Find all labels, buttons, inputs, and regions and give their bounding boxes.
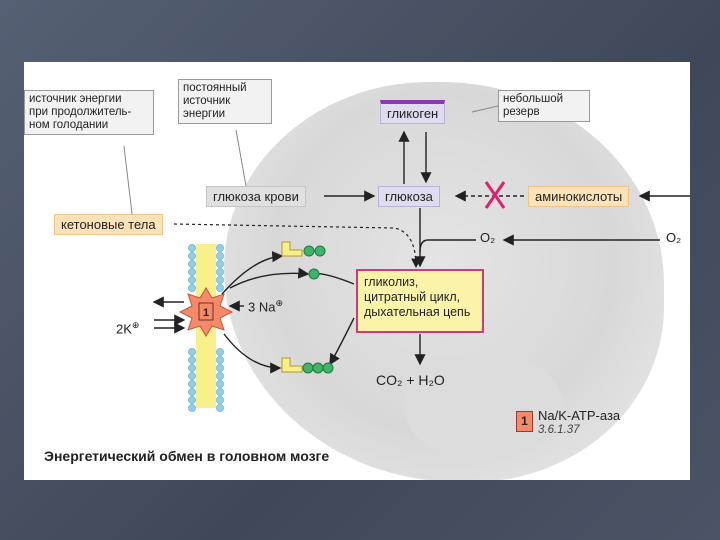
atp-to-pump-arrow xyxy=(221,251,284,295)
callout-constant-pointer xyxy=(235,129,247,187)
phosphate-arrow xyxy=(229,267,310,289)
products-label: CO₂ + H₂O xyxy=(376,372,445,388)
diagram-arrows-layer: 1 xyxy=(123,105,690,412)
process-phosphate-link xyxy=(313,273,355,285)
glycogen-box: гликоген xyxy=(380,100,446,124)
potassium-label: 2K⊕ xyxy=(116,320,140,337)
callout-fasting-pointer xyxy=(123,145,133,215)
oxygen-to-process-arrow xyxy=(419,239,476,253)
atp-icon xyxy=(281,357,334,374)
figure-caption: Энергетический обмен в головном мозге xyxy=(44,448,330,464)
brain-stem-silhouette xyxy=(404,352,564,462)
callout-reserve-line-2: резерв xyxy=(503,106,540,118)
glucose-box: глюкоза xyxy=(378,186,440,207)
callout-constant-energy: постоянный источник энергии xyxy=(178,79,272,124)
oxygen-label-outer: O₂ xyxy=(666,230,682,245)
glycolysis-process-box: гликолиз, цитратный цикл, дыхательная це… xyxy=(356,269,484,333)
blocked-cross-icon xyxy=(484,181,506,209)
oxygen-label-inner: O₂ xyxy=(480,230,496,245)
callout-fasting-line-1: источник энергии xyxy=(29,93,122,105)
potassium-text: 2K xyxy=(116,321,132,337)
callout-small-reserve: небольшой резерв xyxy=(498,90,590,122)
legend-ec-number: 3.6.1.37 xyxy=(538,424,580,436)
callout-fasting-line-2: при продолжитель- xyxy=(29,106,132,118)
blood-glucose-box: глюкоза крови xyxy=(206,186,306,207)
legend-enzyme-name: Na/K-ATP-аза xyxy=(538,408,621,423)
cell-membrane xyxy=(188,244,224,412)
pump-number: 1 xyxy=(203,307,209,319)
process-to-atp-arrow xyxy=(329,317,355,366)
phosphate-icon xyxy=(308,268,320,280)
callout-constant-line-2: источник xyxy=(183,95,231,107)
ketone-bodies-box: кетоновые тела xyxy=(54,214,163,235)
callout-constant-line-3: энергии xyxy=(183,108,226,120)
sodium-label: 3 Na⊕ xyxy=(248,298,284,315)
amino-acids-box: аминокислоты xyxy=(528,186,630,207)
callout-reserve-pointer xyxy=(471,105,499,113)
diagram-figure: источник энергии при продолжитель- ном г… xyxy=(24,62,690,480)
pump-to-atp-arrow xyxy=(223,333,282,374)
legend-enzyme-number: 1 xyxy=(516,411,533,432)
adp-icon xyxy=(281,241,326,257)
pump-number-box xyxy=(198,302,214,321)
callout-fasting-energy: источник энергии при продолжитель- ном г… xyxy=(24,90,154,135)
sodium-text: 3 Na xyxy=(248,299,276,315)
process-line-3: дыхательная цепь xyxy=(364,305,471,319)
callout-reserve-line-1: небольшой xyxy=(503,93,564,105)
process-line-1: гликолиз, xyxy=(364,275,419,289)
process-line-2: цитратный цикл, xyxy=(364,290,461,304)
callout-constant-line-1: постоянный xyxy=(183,82,247,94)
callout-fasting-line-3: ном голодании xyxy=(29,119,109,131)
